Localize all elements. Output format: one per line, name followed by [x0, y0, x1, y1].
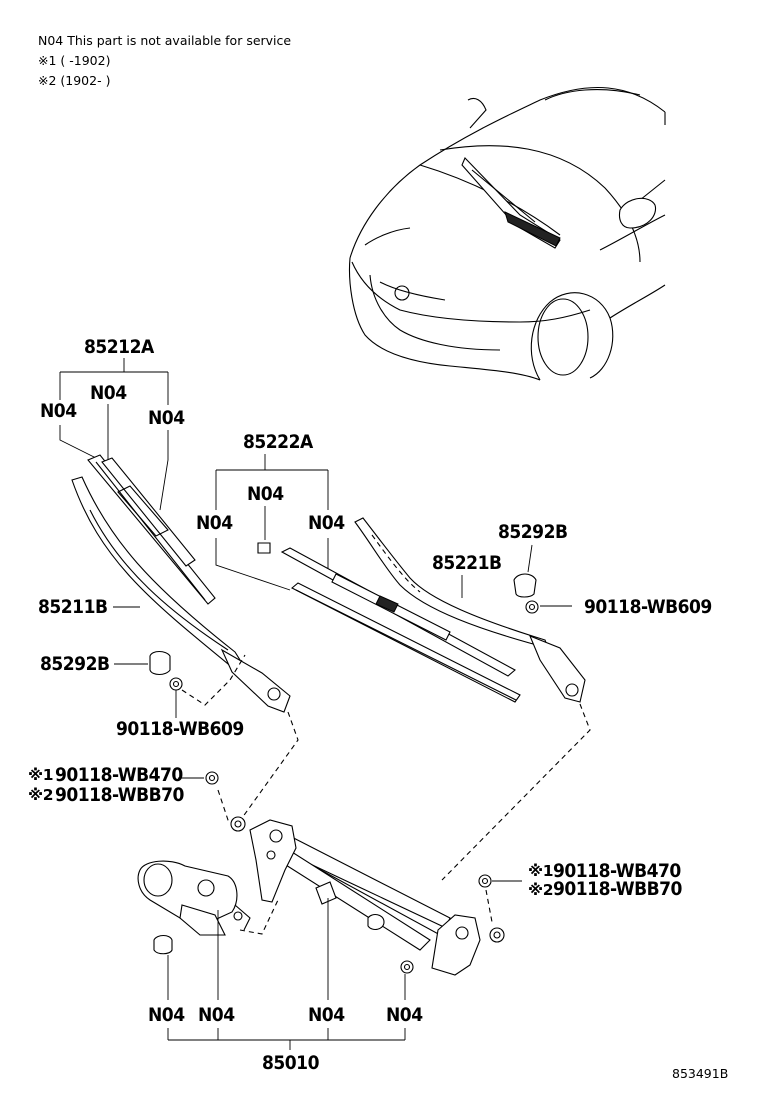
header-note-2: ※2 (1902- ): [38, 73, 110, 88]
arm-right-group: 85221B: [354, 517, 586, 703]
blade-right-group: 85222A N04 N04 N04: [196, 431, 521, 703]
label-90118-WB470-left[interactable]: 90118-WB470: [55, 764, 184, 786]
label-85221B[interactable]: 85221B: [432, 552, 502, 574]
bolts-left: ※1 90118-WB470 ※2 90118-WBB70: [28, 764, 219, 806]
label-90118-WB609-right[interactable]: 90118-WB609: [584, 596, 712, 618]
car-illustration: [348, 86, 666, 381]
label-n04-link-1[interactable]: N04: [148, 1004, 186, 1026]
label-85292B-left[interactable]: 85292B: [40, 653, 110, 675]
bolts-right: ※1 90118-WB470 ※2 90118-WBB70: [478, 860, 683, 900]
header-note-n04: N04 This part is not available for servi…: [38, 33, 291, 48]
label-90118-WB609-left[interactable]: 90118-WB609: [116, 718, 244, 740]
mark-2-right: ※2: [528, 881, 553, 899]
label-90118-WBB70-right[interactable]: 90118-WBB70: [553, 878, 683, 900]
diagram-code: 853491B: [672, 1066, 728, 1081]
header-note-1: ※1 ( -1902): [38, 53, 110, 68]
label-n04-blade-right-right[interactable]: N04: [308, 512, 346, 534]
wiper-linkage: [137, 816, 505, 976]
label-n04-blade-left-left[interactable]: N04: [40, 400, 78, 422]
arm-left-group: 85211B: [38, 476, 291, 713]
mark-1-left: ※1: [28, 766, 53, 784]
label-90118-WBB70-left[interactable]: 90118-WBB70: [55, 784, 185, 806]
label-n04-blade-left-right[interactable]: N04: [148, 407, 186, 429]
linkage-labels: N04 N04 N04 N04 85010: [148, 898, 424, 1074]
label-85292B-right[interactable]: 85292B: [498, 521, 568, 543]
label-n04-blade-right-center[interactable]: N04: [247, 483, 285, 505]
label-85222A[interactable]: 85222A: [243, 431, 314, 453]
label-90118-WB470-right[interactable]: 90118-WB470: [553, 860, 682, 882]
blade-left-group: 85212A N04 N04 N04: [40, 336, 216, 605]
label-85212A[interactable]: 85212A: [84, 336, 155, 358]
label-n04-blade-left-center[interactable]: N04: [90, 382, 128, 404]
label-n04-link-4[interactable]: N04: [386, 1004, 424, 1026]
cap-nut-right: 85292B 90118-WB609: [498, 521, 712, 618]
label-n04-link-2[interactable]: N04: [198, 1004, 236, 1026]
label-n04-link-3[interactable]: N04: [308, 1004, 346, 1026]
cap-nut-left: 85292B 90118-WB609: [40, 650, 246, 740]
label-n04-blade-right-left[interactable]: N04: [196, 512, 234, 534]
mark-2-left: ※2: [28, 786, 53, 804]
mark-1-right: ※1: [528, 862, 553, 880]
label-85010[interactable]: 85010: [262, 1052, 320, 1074]
label-85211B[interactable]: 85211B: [38, 596, 108, 618]
